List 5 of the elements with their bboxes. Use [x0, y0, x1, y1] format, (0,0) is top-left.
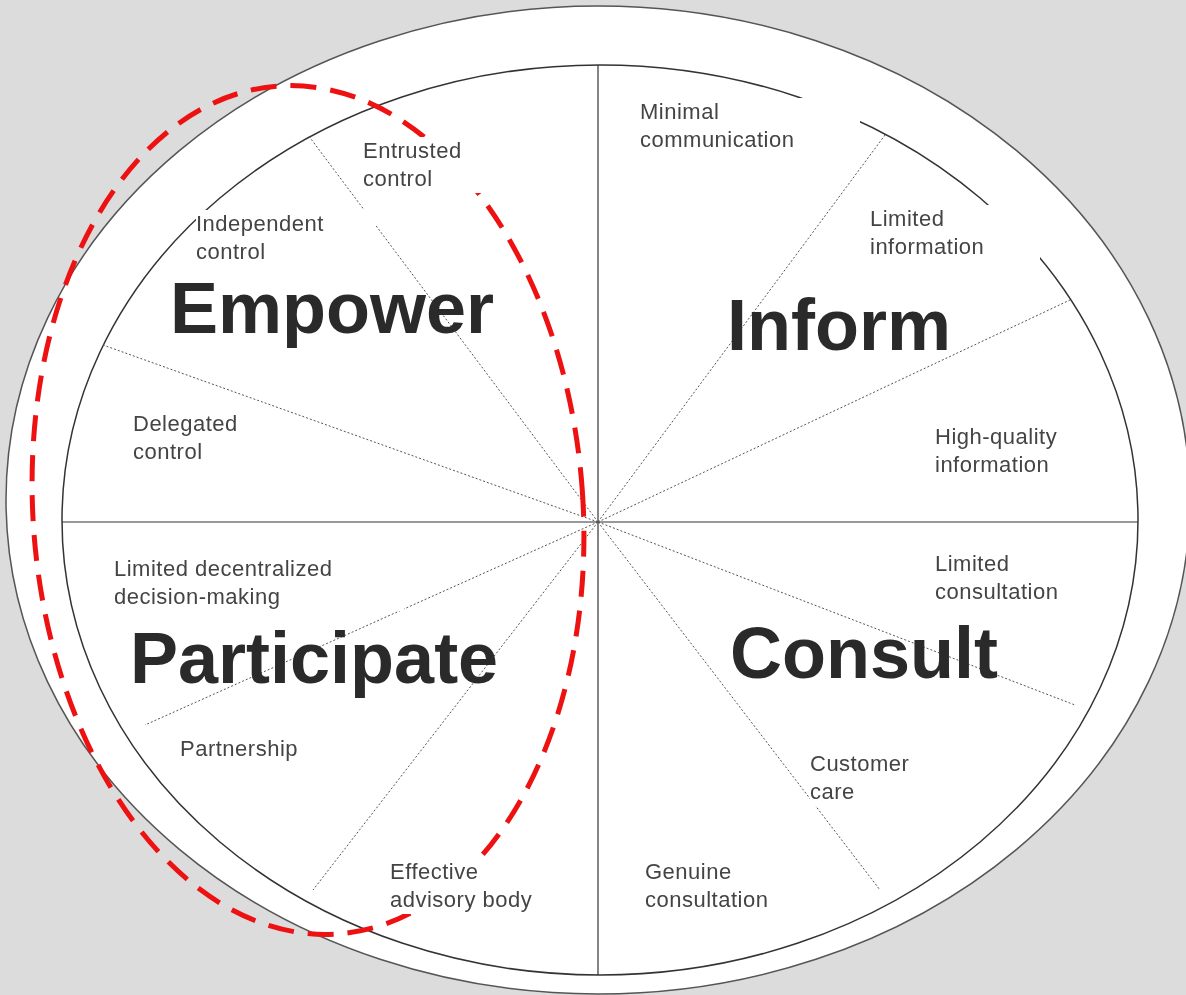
- quadrant-title: Consult: [730, 613, 998, 693]
- quadrant-title: Inform: [727, 285, 951, 365]
- sector-label: Limited information: [870, 205, 1040, 261]
- quadrant-title: Participate: [130, 618, 499, 698]
- quadrant-title: Empower: [170, 268, 495, 348]
